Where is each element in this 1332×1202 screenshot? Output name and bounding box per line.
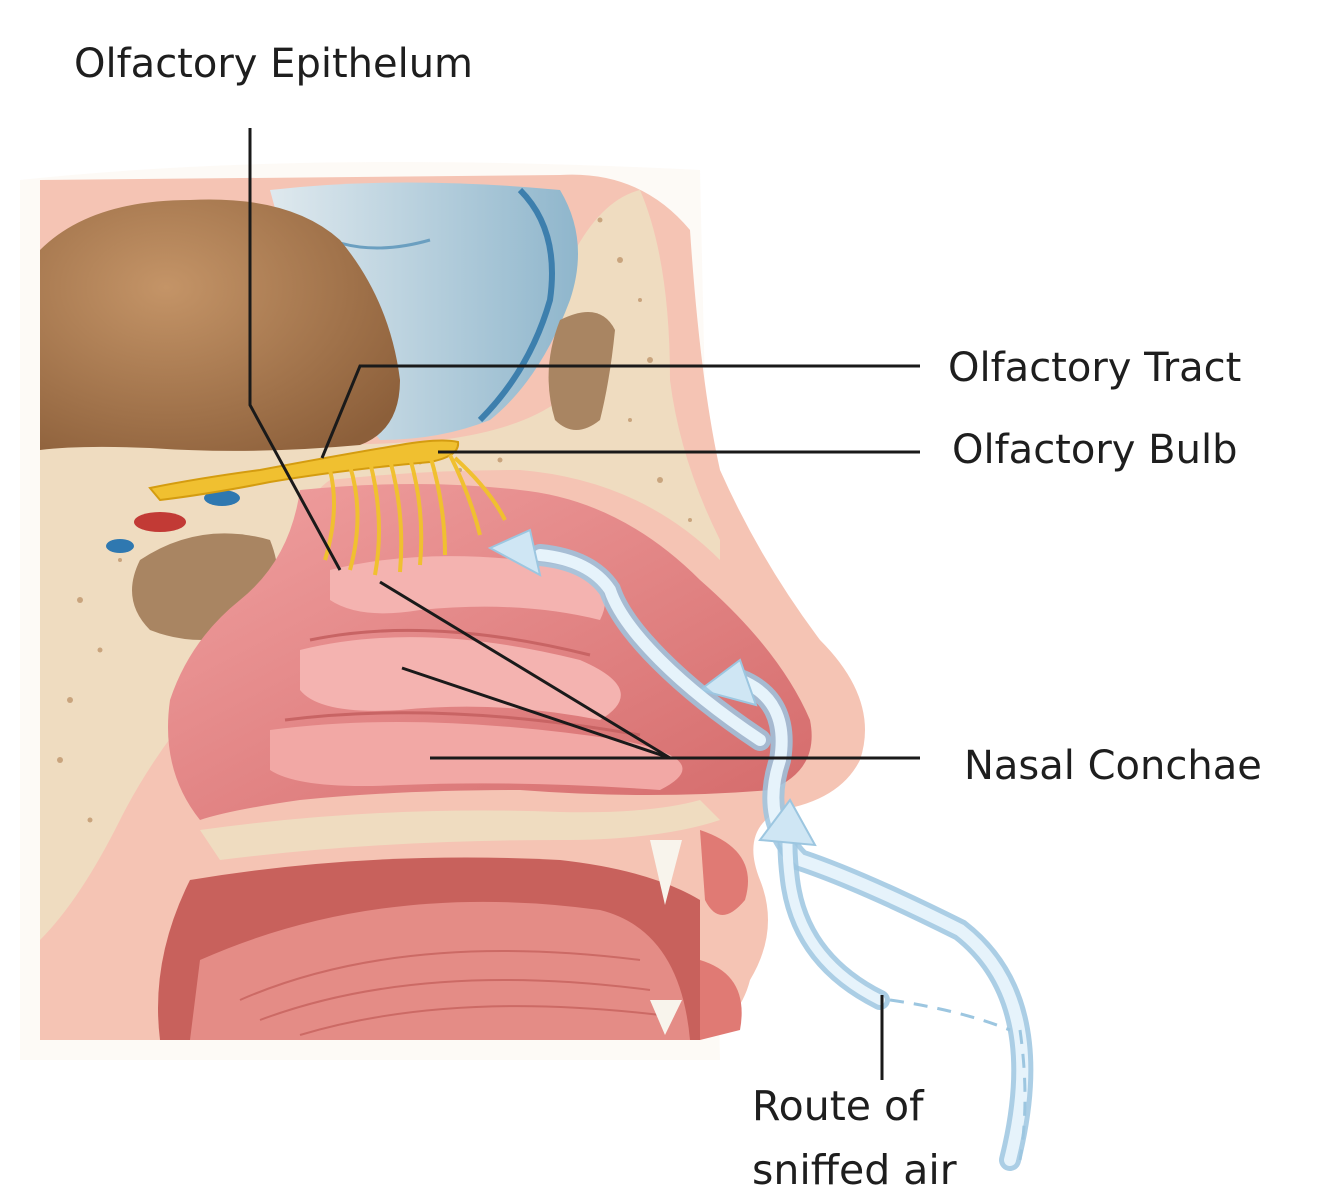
label-olfactory-epithelium: Olfactory Epithelum (74, 42, 473, 86)
label-route-line1: Route of (752, 1074, 957, 1138)
label-nasal-conchae: Nasal Conchae (964, 744, 1262, 788)
label-olfactory-tract: Olfactory Tract (948, 346, 1241, 390)
label-route-line2: sniffed air (752, 1138, 957, 1202)
label-route-of-sniffed-air: Route of sniffed air (752, 1074, 957, 1202)
label-olfactory-bulb: Olfactory Bulb (952, 428, 1237, 472)
